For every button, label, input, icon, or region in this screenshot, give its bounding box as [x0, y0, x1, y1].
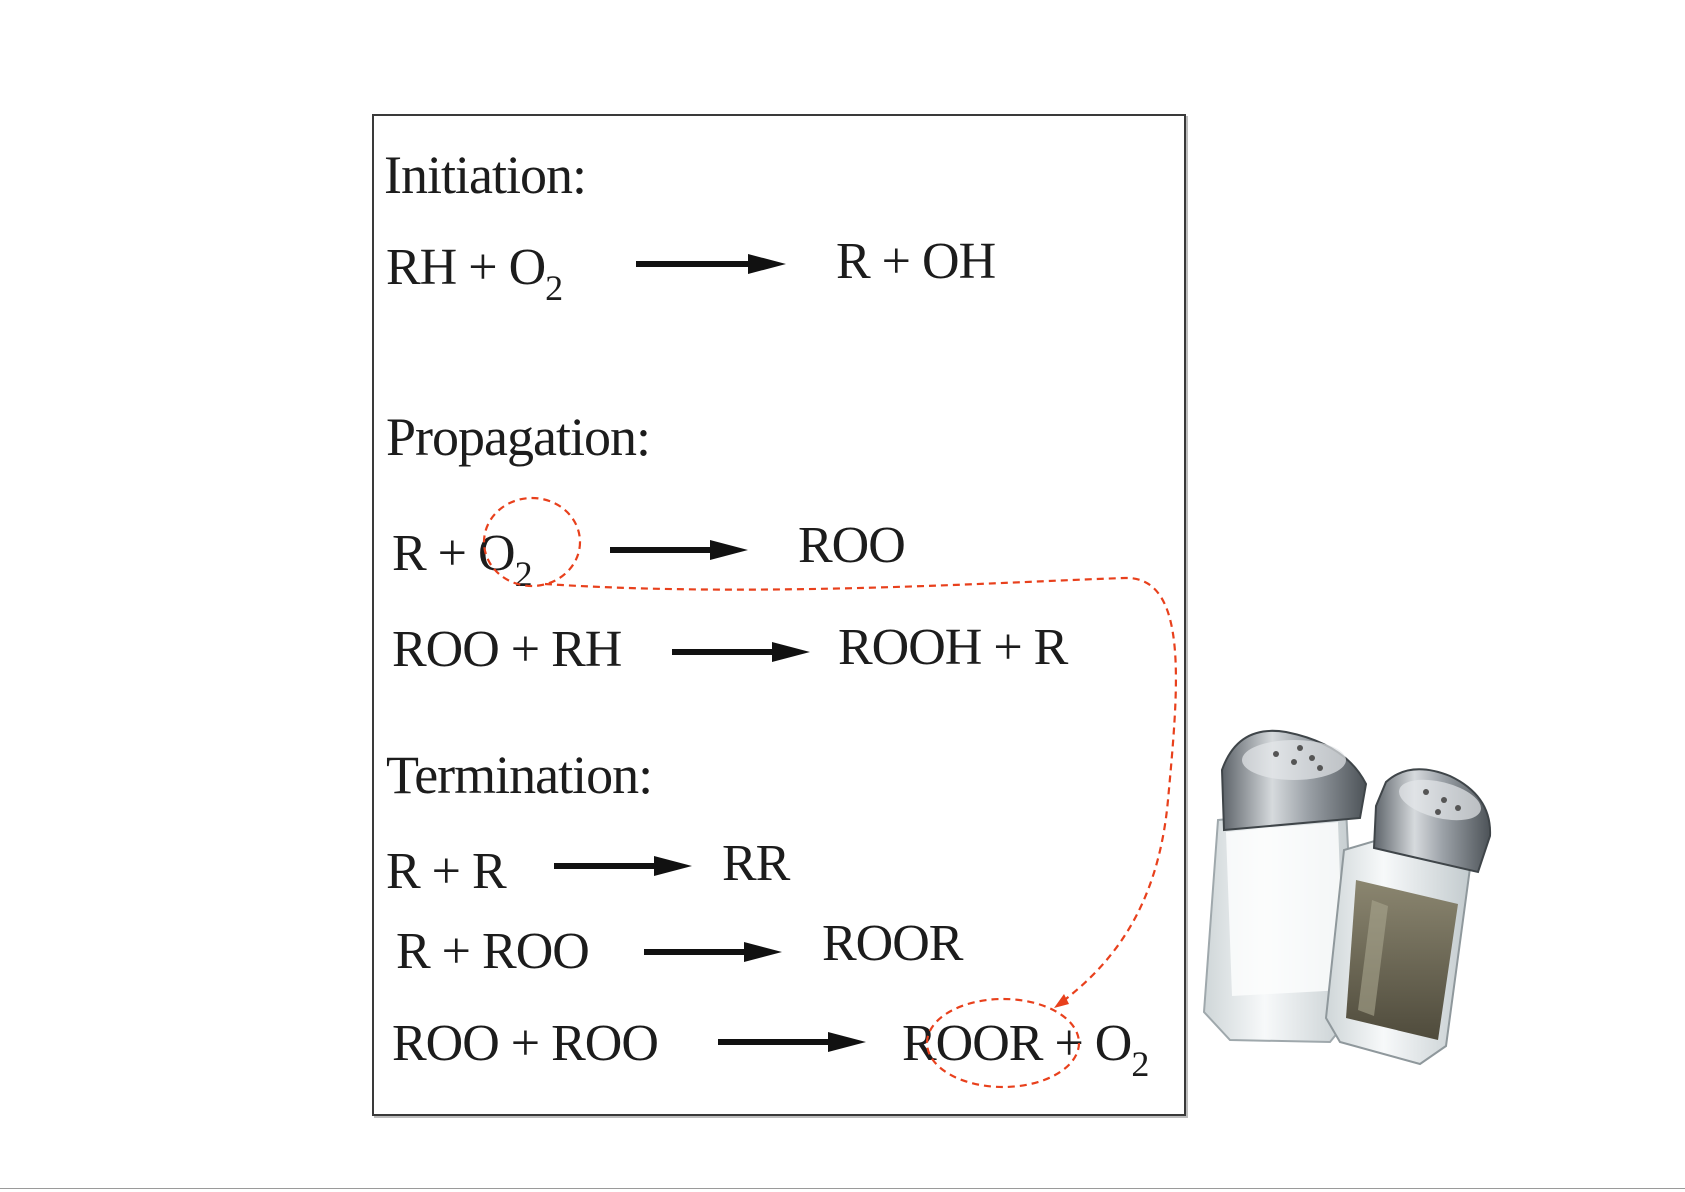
propagation-eq2-reactants: ROO + RH: [392, 624, 621, 676]
termination-eq1-products: RR: [722, 838, 789, 890]
propagation-eq2-products: ROOH + R: [838, 622, 1067, 674]
propagation-heading: Propagation:: [386, 410, 650, 464]
reaction-scheme-panel: Initiation: RH + O2 R + OH Propagation: …: [372, 114, 1186, 1116]
termination-eq3-products: ROOR + O2: [902, 1018, 1148, 1070]
salt-shaker: [1204, 731, 1366, 1042]
termination-eq2-arrow: [644, 942, 784, 962]
bottom-rule: [0, 1188, 1685, 1189]
termination-eq1-reactants: R + R: [386, 846, 506, 898]
termination-eq3-reactants: ROO + ROO: [392, 1018, 658, 1070]
propagation-eq1-reactants: R + O2: [392, 528, 532, 580]
initiation-eq1-arrow: [636, 254, 786, 274]
termination-eq2-reactants: R + ROO: [396, 926, 589, 978]
propagation-eq1-arrow: [610, 540, 750, 560]
propagation-eq2-arrow: [672, 642, 812, 662]
termination-heading: Termination:: [386, 748, 652, 802]
initiation-eq1-reactants: RH + O2: [386, 242, 562, 294]
initiation-heading: Initiation:: [384, 148, 586, 202]
pepper-shaker: [1326, 769, 1490, 1064]
initiation-eq1-products: R + OH: [836, 236, 995, 288]
termination-eq2-products: ROOR: [822, 918, 962, 970]
propagation-eq1-products: ROO: [798, 520, 905, 572]
termination-eq1-arrow: [554, 856, 694, 876]
termination-eq3-arrow: [718, 1032, 868, 1052]
